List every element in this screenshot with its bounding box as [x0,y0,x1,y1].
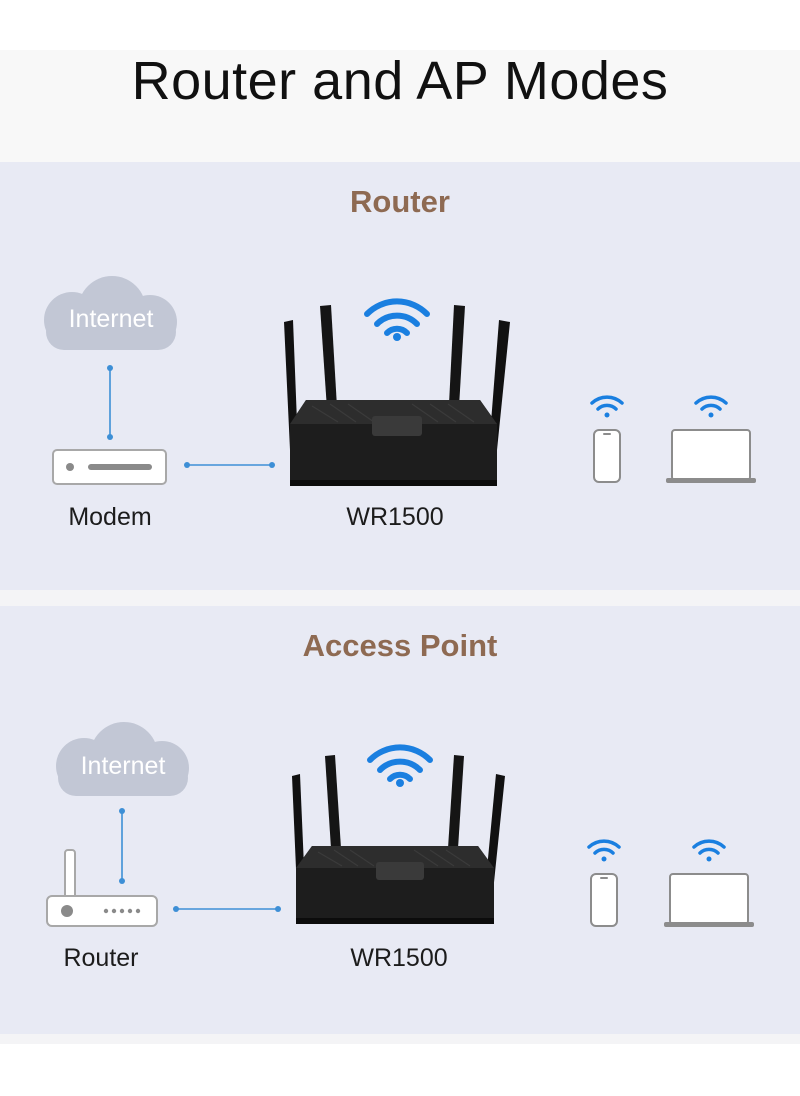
router-icon [46,849,158,927]
phone-wifi-icon [587,839,621,862]
wr1500-label: WR1500 [346,503,444,531]
wifi-icon [364,298,430,341]
wifi-icon [367,744,433,787]
internet-label: Internet [80,752,166,780]
laptop-wifi-icon [694,395,728,418]
laptop-icon [666,429,756,483]
internet-to-modem-line [107,365,113,440]
laptop-icon [664,873,754,927]
title-band [0,50,800,162]
phone-wifi-icon [590,395,624,418]
modem-to-wr1500-line [184,462,275,468]
wr1500-label: WR1500 [350,944,448,972]
router-to-wr1500-line [173,906,281,912]
phone-icon [593,429,621,483]
phone-icon [590,873,618,927]
access-point-mode-heading: Access Point [302,628,498,663]
laptop-wifi-icon [692,839,726,862]
router-label: Router [63,944,139,972]
internet-cloud-icon [56,722,189,796]
modem-label: Modem [68,503,152,531]
internet-cloud-icon [44,276,177,350]
wr1500-router-icon [292,755,505,924]
page-title: Router and AP Modes [131,51,669,111]
wr1500-router-icon [284,305,510,486]
panel-divider [0,590,800,606]
router-mode-diagram [44,276,756,486]
internet-to-router-line [119,808,125,884]
modem-icon [52,449,167,485]
router-mode-panel: Router Internet Modem WR1500 [0,162,800,590]
router-mode-heading: Router [350,184,450,219]
bottom-divider [0,1034,800,1044]
access-point-mode-diagram [46,722,754,927]
access-point-mode-panel: Access Point Internet Router WR1500 [0,606,800,1034]
internet-label: Internet [68,305,154,333]
